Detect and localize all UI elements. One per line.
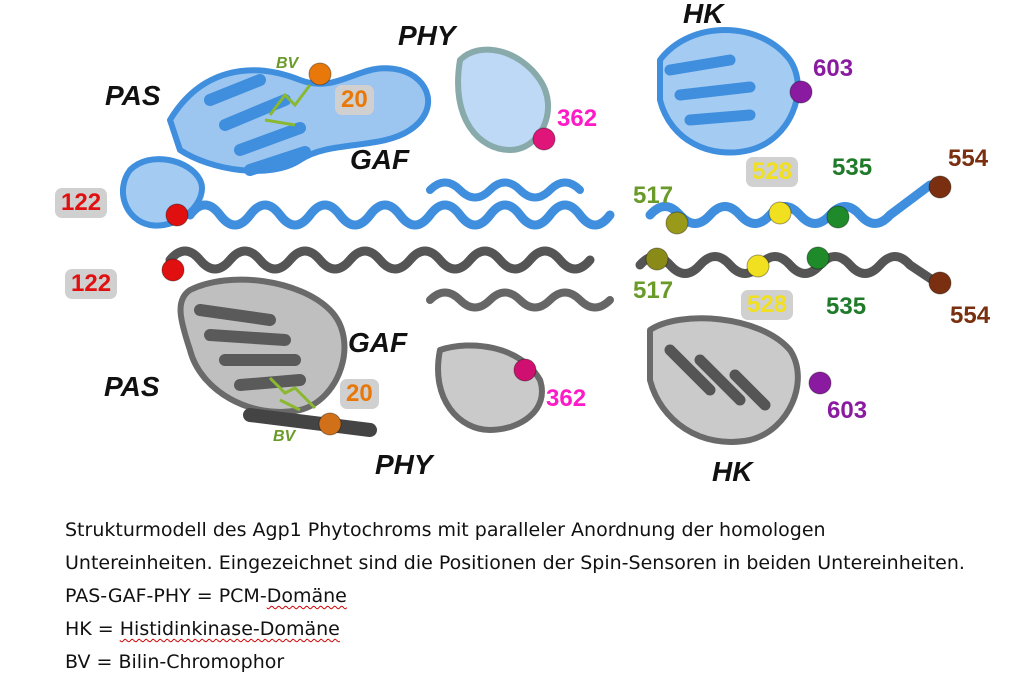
sensor-122-top-label: 122 [55, 188, 107, 218]
phy-top-label: PHY [398, 22, 456, 50]
bv-top-label: BV [276, 55, 298, 73]
sensor-517-top-label: 517 [633, 184, 673, 208]
sensor-20-bottom-sphere [319, 413, 341, 435]
sensor-535-bottom-sphere [807, 247, 829, 269]
caption-line-1: Strukturmodell des Agp1 Phytochroms mit … [65, 514, 1005, 547]
caption-line-4-flagged-word: Histidinkinase-Domäne [120, 618, 340, 640]
phy-bottom-label: PHY [375, 451, 433, 479]
sensor-535-top-sphere [827, 206, 849, 228]
caption-line-5: BV = Bilin-Chromophor [65, 646, 1005, 679]
sensor-517-bottom-sphere [646, 248, 668, 270]
figure-caption: Strukturmodell des Agp1 Phytochroms mit … [65, 514, 1005, 679]
sensor-20-top-label: 20 [335, 85, 374, 115]
sensor-603-bottom-sphere [809, 372, 831, 394]
protein-structure-figure: PAS GAF PHY HK PAS GAF PHY HK BV BV 20 2… [0, 0, 1032, 500]
sensor-554-top-sphere [929, 176, 951, 198]
sensor-517-top-sphere [666, 212, 688, 234]
pas-bottom-label: PAS [104, 373, 160, 401]
caption-line-3-flagged-word: Domäne [267, 585, 347, 607]
caption-line-4: HK = Histidinkinase-Domäne [65, 613, 1005, 646]
lower-subunit [170, 251, 940, 442]
gaf-bottom-label: GAF [348, 329, 407, 357]
sensor-554-bottom-label: 554 [950, 304, 990, 328]
sensor-603-top-sphere [790, 81, 812, 103]
sensor-603-bottom-label: 603 [827, 399, 867, 423]
gaf-top-label: GAF [350, 146, 409, 174]
caption-line-3-text: PAS-GAF-PHY = PCM- [65, 585, 267, 607]
sensor-517-bottom-label: 517 [633, 279, 673, 303]
sensor-528-top-label: 528 [746, 157, 798, 187]
sensor-535-bottom-label: 535 [826, 295, 866, 319]
caption-line-2: Untereinheiten. Eingezeichnet sind die P… [65, 547, 1005, 580]
pas-top-label: PAS [105, 82, 161, 110]
sensor-20-bottom-label: 20 [340, 379, 379, 409]
sensor-528-top-sphere [769, 202, 791, 224]
sensor-122-bottom-label: 122 [65, 269, 117, 299]
hk-top-label: HK [683, 0, 723, 28]
hk-bottom-label: HK [712, 458, 752, 486]
bv-bottom-label: BV [273, 428, 295, 446]
upper-subunit [123, 30, 930, 226]
sensor-122-bottom-sphere [162, 259, 184, 281]
sensor-362-bottom-label: 362 [546, 387, 586, 411]
sensor-603-top-label: 603 [813, 57, 853, 81]
sensor-362-bottom-sphere [514, 359, 536, 381]
sensor-20-top-sphere [309, 63, 331, 85]
sensor-362-top-sphere [533, 128, 555, 150]
sensor-554-bottom-sphere [929, 272, 951, 294]
sensor-122-top-sphere [166, 204, 188, 226]
sensor-528-bottom-sphere [747, 255, 769, 277]
sensor-528-bottom-label: 528 [741, 290, 793, 320]
caption-line-3: PAS-GAF-PHY = PCM-Domäne [65, 580, 1005, 613]
sensor-554-top-label: 554 [948, 147, 988, 171]
sensor-362-top-label: 362 [557, 107, 597, 131]
sensor-535-top-label: 535 [832, 156, 872, 180]
caption-line-4-text: HK = [65, 618, 120, 640]
ribbon-model [0, 0, 1032, 500]
